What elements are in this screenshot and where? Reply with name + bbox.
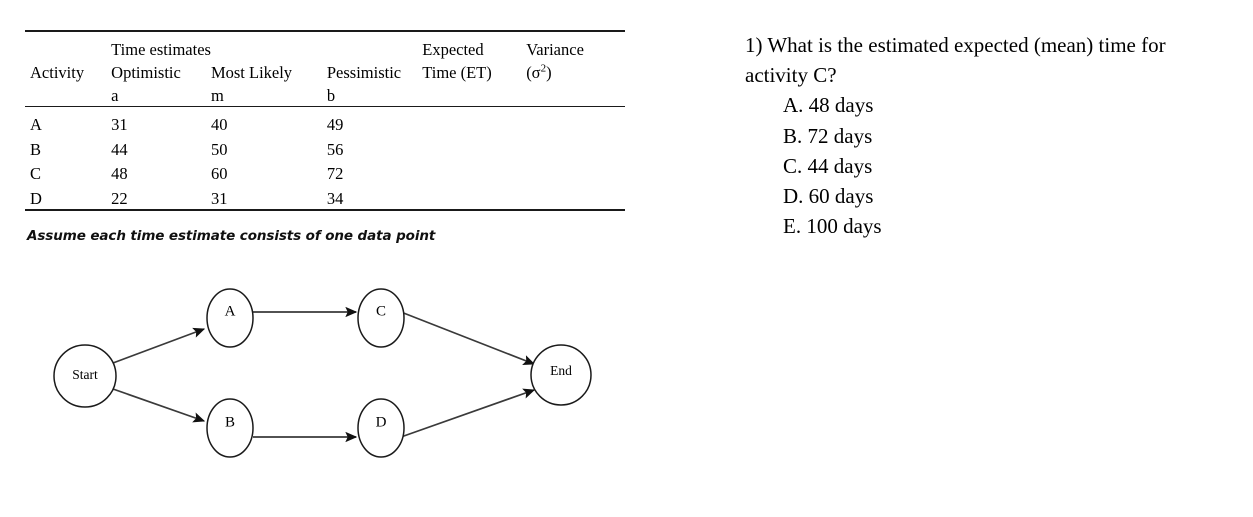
- header-optimistic: Optimistic: [111, 62, 181, 82]
- diagram-node-end[interactable]: End: [530, 344, 592, 406]
- node-label-start: Start: [72, 367, 98, 382]
- cell-variance: [526, 136, 625, 161]
- cell-pessimistic: 49: [326, 115, 344, 135]
- cell-most-likely: 60: [210, 164, 228, 184]
- header-blank-activity: [25, 36, 111, 60]
- time-estimates-table: Time estimates Expected Variance Activit…: [25, 30, 625, 214]
- symbol-blank-activity: [25, 83, 111, 107]
- diagram-node-b[interactable]: B: [206, 398, 254, 458]
- cell-most-likely: 31: [210, 188, 228, 208]
- header-blank-most-likely: [211, 36, 327, 60]
- cell-optimistic: 31: [111, 115, 128, 135]
- cell-variance: [526, 111, 625, 136]
- question-panel: 1) What is the estimated expected (mean)…: [745, 30, 1225, 242]
- diagram-node-d[interactable]: D: [357, 398, 405, 458]
- cell-most-likely: 40: [210, 115, 228, 135]
- cell-expected-time: [422, 111, 526, 136]
- symbol-blank-variance: [526, 83, 625, 107]
- project-network-diagram: Start A B C D End: [30, 268, 630, 508]
- header-activity: Activity: [30, 62, 85, 82]
- symbol-optimistic: a: [111, 85, 119, 105]
- edge-c-to-end: [400, 311, 536, 365]
- cell-activity: C: [30, 164, 42, 184]
- cell-expected-time: [422, 136, 526, 161]
- table-header-row: Activity Optimistic Most Likely Pessimis…: [25, 60, 625, 83]
- diagram-node-c[interactable]: C: [357, 288, 405, 348]
- symbol-blank-et: [422, 83, 526, 107]
- header-blank-pessimistic: [327, 36, 422, 60]
- edge-start-to-b: [112, 388, 206, 423]
- answer-option-b[interactable]: B. 72 days: [783, 123, 873, 148]
- edge-start-to-a: [112, 327, 206, 364]
- variance-paren-close: ): [546, 62, 552, 82]
- header-pessimistic: Pessimistic: [326, 62, 402, 82]
- variance-exponent: 2: [540, 62, 547, 75]
- header-variance-line1: Variance: [526, 39, 584, 59]
- cell-optimistic: 44: [111, 139, 128, 159]
- cell-pessimistic: 34: [326, 188, 344, 208]
- node-label-c: C: [376, 303, 386, 319]
- diagram-node-start[interactable]: Start: [53, 344, 117, 408]
- node-label-b: B: [225, 414, 235, 430]
- node-label-end: End: [550, 363, 572, 378]
- header-most-likely: Most Likely: [210, 62, 293, 82]
- table-rule-middle: [25, 106, 625, 111]
- pert-table-container: Time estimates Expected Variance Activit…: [25, 30, 625, 214]
- variance-sigma: (σ: [526, 62, 541, 82]
- table-row: B 44 50 56: [25, 136, 625, 161]
- cell-activity: D: [30, 188, 42, 208]
- question-stem: 1) What is the estimated expected (mean)…: [745, 33, 1166, 88]
- header-group-time-estimates: Time estimates: [111, 39, 211, 59]
- header-variance-symbol: (σ2): [526, 60, 625, 83]
- symbol-most-likely: m: [210, 85, 224, 105]
- cell-pessimistic: 56: [326, 139, 344, 159]
- table-header-group-row: Time estimates Expected Variance: [25, 36, 625, 60]
- answer-option-e[interactable]: E. 100 days: [783, 214, 882, 239]
- cell-optimistic: 22: [111, 188, 128, 208]
- table-symbol-row: a m b: [25, 83, 625, 107]
- header-expected-time-line1: Expected: [422, 39, 484, 59]
- cell-pessimistic: 72: [326, 164, 344, 184]
- table-rule-top: [25, 30, 625, 36]
- answer-option-c[interactable]: C. 44 days: [783, 153, 873, 178]
- symbol-pessimistic: b: [326, 85, 336, 105]
- cell-expected-time: [422, 160, 526, 185]
- node-label-a: A: [225, 303, 236, 319]
- answer-option-d[interactable]: D. 60 days: [783, 184, 874, 209]
- table-rule-bottom: [25, 209, 625, 214]
- answer-option-a[interactable]: A. 48 days: [783, 93, 874, 118]
- table-row: A 31 40 49: [25, 111, 625, 136]
- cell-optimistic: 48: [111, 164, 128, 184]
- edge-d-to-end: [400, 388, 536, 438]
- answer-options-list: A. 48 days B. 72 days C. 44 days D. 60 d…: [745, 90, 1225, 241]
- cell-most-likely: 50: [210, 139, 228, 159]
- header-expected-time-line2: Time (ET): [422, 62, 492, 82]
- cell-activity: B: [30, 139, 42, 159]
- cell-expected-time: [422, 185, 526, 211]
- diagram-edges: [112, 306, 536, 443]
- node-label-d: D: [376, 414, 387, 430]
- table-row: C 48 60 72: [25, 160, 625, 185]
- table-caption: Assume each time estimate consists of on…: [27, 228, 436, 244]
- table-row: D 22 31 34: [25, 185, 625, 211]
- diagram-node-a[interactable]: A: [206, 288, 254, 348]
- cell-variance: [526, 185, 625, 211]
- cell-activity: A: [30, 115, 42, 135]
- cell-variance: [526, 160, 625, 185]
